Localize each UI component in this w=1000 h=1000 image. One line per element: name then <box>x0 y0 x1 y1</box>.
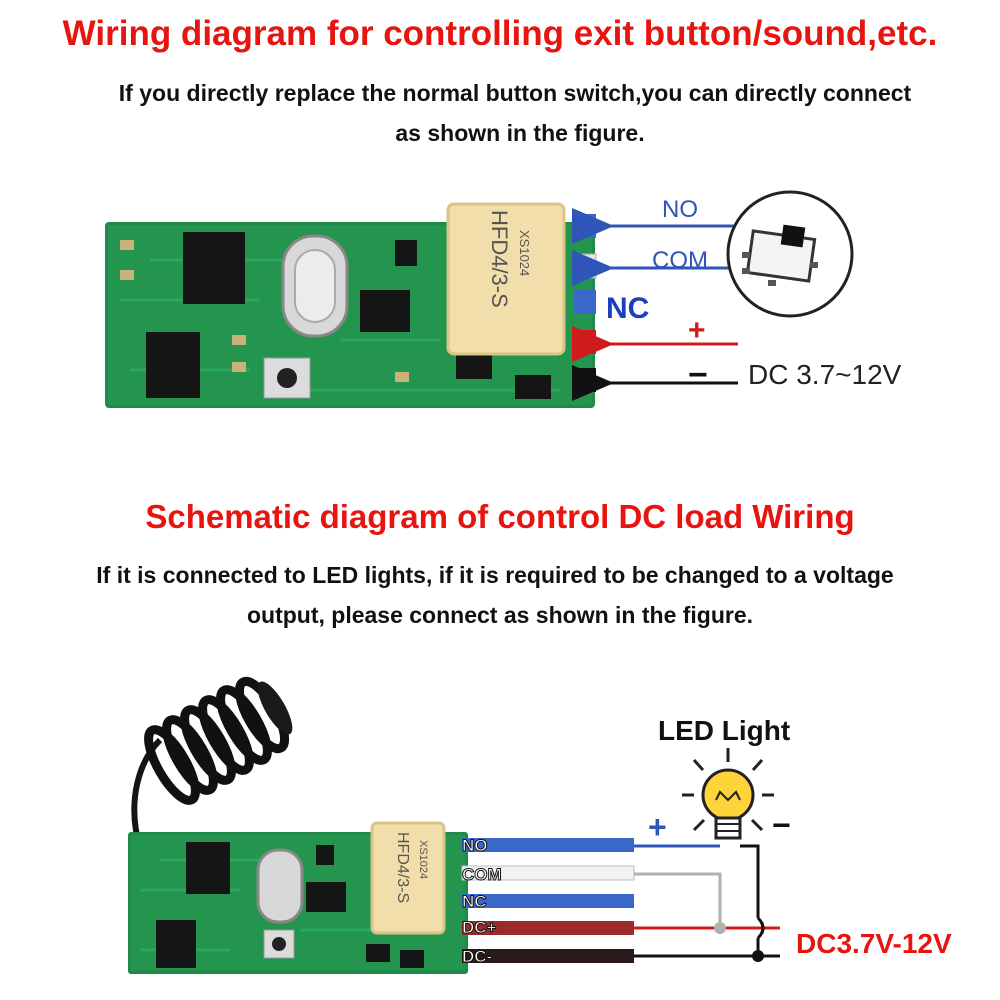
terminal-labels: NO COM NC DC+ DC- <box>462 836 503 967</box>
dc-voltage-label: DC3.7V-12V <box>796 928 952 959</box>
section1-subtitle-line1: If you directly replace the normal butto… <box>118 80 912 106</box>
push-button-switch <box>726 190 854 318</box>
terminal-nc: NC <box>462 892 487 911</box>
terminal-dc-plus: DC+ <box>462 918 497 937</box>
ic-chip-2-bottom <box>156 920 196 968</box>
label-voltage: DC 3.7~12V <box>748 359 902 390</box>
section1-subtitle-line2: as shown in the figure. <box>395 120 645 146</box>
relay-bottom <box>370 821 446 935</box>
led-plus-label: + <box>648 809 667 845</box>
label-plus: + <box>688 314 706 347</box>
ic-chip-1-bottom <box>186 842 230 894</box>
bulb-icon <box>682 748 774 840</box>
receiver-board-top: HFD4/3-S XS1024 <box>105 202 597 408</box>
receiver-board-bottom: HFD4/3-S XS1024 <box>128 821 468 974</box>
crystal-bottom <box>256 848 304 924</box>
led-light-label: LED Light <box>658 715 790 746</box>
terminal-dc-minus: DC- <box>462 947 492 966</box>
led-minus-label: − <box>772 807 791 843</box>
relay-model-label: HFD4/3-S <box>487 210 512 308</box>
output-wires <box>461 838 780 963</box>
relay-model-label-bottom: HFD4/3-S <box>394 832 411 903</box>
label-minus: − <box>688 356 708 394</box>
label-no: NO <box>662 196 698 223</box>
label-nc: NC <box>606 292 649 325</box>
relay-code-label-bottom: XS1024 <box>417 840 429 879</box>
section1-title: Wiring diagram for controlling exit butt… <box>62 14 938 53</box>
ic-chip-2 <box>146 332 200 398</box>
section2-title: Schematic diagram of control DC load Wir… <box>145 498 855 535</box>
pair-button <box>277 368 297 388</box>
terminal-com: COM <box>462 865 502 884</box>
relay-code-label: XS1024 <box>517 230 532 276</box>
ic-chip-1 <box>183 232 245 304</box>
section2-subtitle-line2: output, please connect as shown in the f… <box>246 602 754 628</box>
antenna <box>131 676 293 849</box>
label-com: COM <box>652 247 708 274</box>
relay <box>446 202 566 356</box>
terminal-arrows <box>572 208 738 401</box>
terminal-no: NO <box>462 836 488 855</box>
section2-subtitle-line1: If it is connected to LED lights, if it … <box>96 562 894 588</box>
